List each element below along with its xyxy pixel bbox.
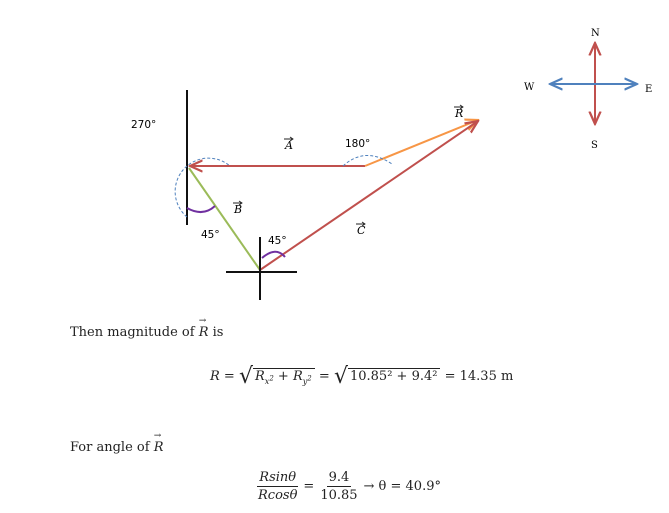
vector-r-overline-arrow-icon	[454, 104, 464, 110]
angle-180-arc	[342, 155, 393, 167]
angle-45-right-arc	[261, 250, 286, 259]
vector-c-label: C	[356, 221, 366, 237]
sqrt-radical-icon: √	[238, 364, 253, 389]
angle-result: → θ = 40.9°	[363, 479, 441, 494]
magnitude-intro-is: is	[212, 325, 224, 340]
vector-r-label: R	[454, 104, 464, 120]
magnitude-equals: =	[318, 369, 330, 384]
angle-45-left-label: 45°	[201, 229, 220, 241]
vector-b-overline-arrow-icon	[233, 200, 243, 206]
magnitude-lhs: R =	[210, 369, 235, 384]
vector-c-overline-arrow-icon	[356, 221, 366, 227]
vector-r-arrow	[364, 120, 478, 167]
angle-left-fraction: Rsinθ Rcosθ	[256, 470, 299, 503]
compass: N S E W	[524, 28, 652, 151]
angle-equation: Rsinθ Rcosθ = 9.4 10.85 → θ = 40.9°	[256, 470, 441, 503]
vector-c-arrow	[259, 121, 478, 271]
vector-c-letter: C	[357, 224, 366, 237]
angle-intro-vector: →R	[153, 431, 164, 455]
angle-left-denominator: Rcosθ	[258, 488, 298, 503]
angle-intro-vector-arrow-icon: →	[153, 431, 162, 441]
magnitude-numeric: 10.85² + 9.4²	[347, 368, 441, 384]
angle-270-label: 270°	[131, 119, 156, 131]
angle-intro-line: For angle of →R	[70, 431, 164, 455]
angle-270-arc	[174, 157, 231, 218]
compass-east-label: E	[645, 84, 652, 95]
vector-a-overline-arrow-icon	[284, 136, 294, 142]
angle-45-left-arc	[186, 205, 216, 213]
angle-right-denominator: 10.85	[320, 488, 358, 503]
angle-intro-text: For angle of	[70, 440, 150, 455]
angle-right-fraction: 9.4 10.85	[318, 470, 359, 503]
components-plus: +	[277, 369, 289, 384]
rx-component: Rx2	[255, 369, 274, 386]
vector-a-label: A	[284, 136, 294, 152]
magnitude-intro-text: Then magnitude of	[70, 325, 195, 340]
vector-b-letter: B	[233, 203, 242, 216]
compass-north-label: N	[591, 28, 600, 39]
magnitude-intro-line: Then magnitude of →R is	[70, 316, 224, 340]
angle-180-label: 180°	[345, 138, 370, 150]
magnitude-intro-vector-arrow-icon: →	[198, 316, 207, 326]
magnitude-intro-vector: →R	[198, 316, 209, 340]
sqrt-radical-numeric-icon: √	[333, 364, 348, 389]
angle-45-right-label: 45°	[268, 235, 287, 247]
angle-equals: =	[303, 479, 315, 494]
vector-r-letter: R	[454, 107, 463, 120]
ry-component: Ry2	[292, 369, 312, 386]
vector-a-letter: A	[284, 139, 293, 152]
sqrt-components: Rx2 + Ry2	[253, 368, 315, 386]
angle-left-numerator: Rsinθ	[257, 470, 299, 487]
magnitude-equation: R = √Rx2 + Ry2 = √10.85² + 9.4² = 14.35 …	[210, 364, 513, 389]
vector-b-arrow	[188, 167, 261, 271]
compass-south-label: S	[591, 140, 598, 151]
magnitude-result: = 14.35 m	[444, 369, 514, 384]
compass-west-label: W	[524, 82, 535, 93]
vector-b-label: B	[233, 200, 243, 216]
angle-right-numerator: 9.4	[326, 470, 352, 487]
